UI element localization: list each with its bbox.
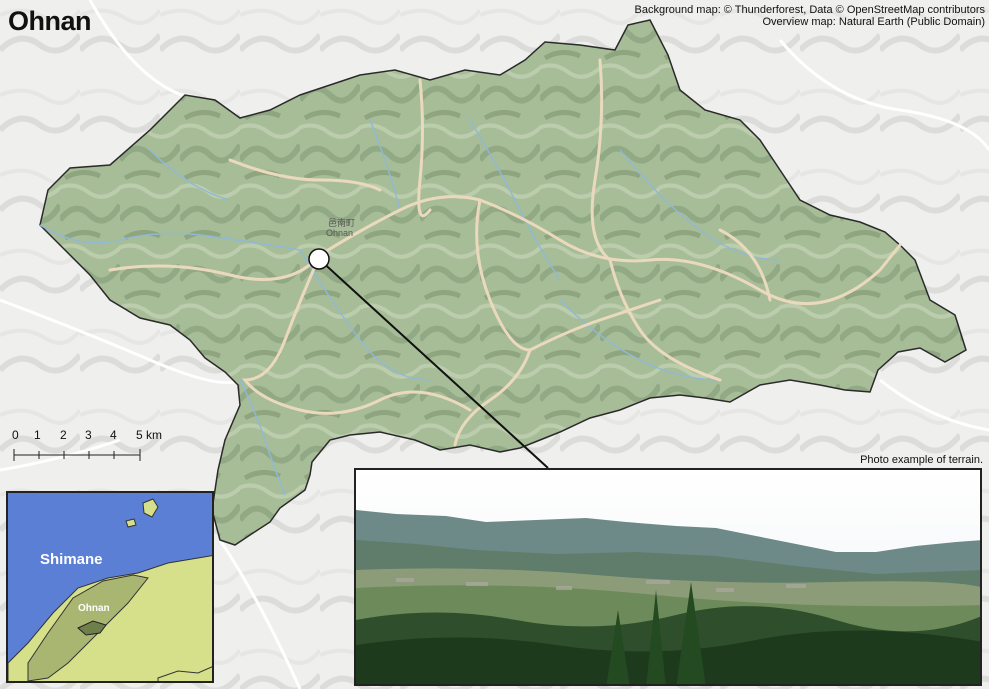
scale-tick-label: 0 — [12, 428, 19, 442]
town-label-en: Ohnan — [326, 228, 354, 238]
map-credit-overview: Overview map: Natural Earth (Public Doma… — [762, 16, 985, 28]
map-credit-background: Background map: © Thunderforest, Data © … — [634, 4, 985, 16]
scale-unit: km — [146, 428, 162, 442]
scale-tick-label: 1 — [34, 428, 41, 442]
scale-tick-label: 5 — [136, 428, 143, 442]
map-title: Ohnan — [8, 6, 92, 36]
terrain-photo-image — [356, 470, 980, 684]
scale-tick-label: 4 — [110, 428, 117, 442]
rivers — [39, 119, 781, 496]
scale-tick-label: 2 — [60, 428, 67, 442]
photo-caption: Photo example of terrain. — [860, 454, 983, 466]
terrain-photo — [354, 468, 982, 686]
overview-map: Shimane Ohnan — [6, 491, 214, 683]
town-marker[interactable] — [308, 248, 330, 270]
town-label-jp: 邑南町 — [328, 219, 356, 229]
overview-region-label: Shimane — [40, 551, 103, 568]
scale-tick-label: 3 — [85, 428, 92, 442]
roads — [108, 58, 902, 447]
scale-bar-line — [13, 449, 141, 461]
leader-line — [318, 258, 549, 469]
overview-town-label: Ohnan — [78, 603, 110, 614]
overview-map-image — [8, 493, 212, 681]
